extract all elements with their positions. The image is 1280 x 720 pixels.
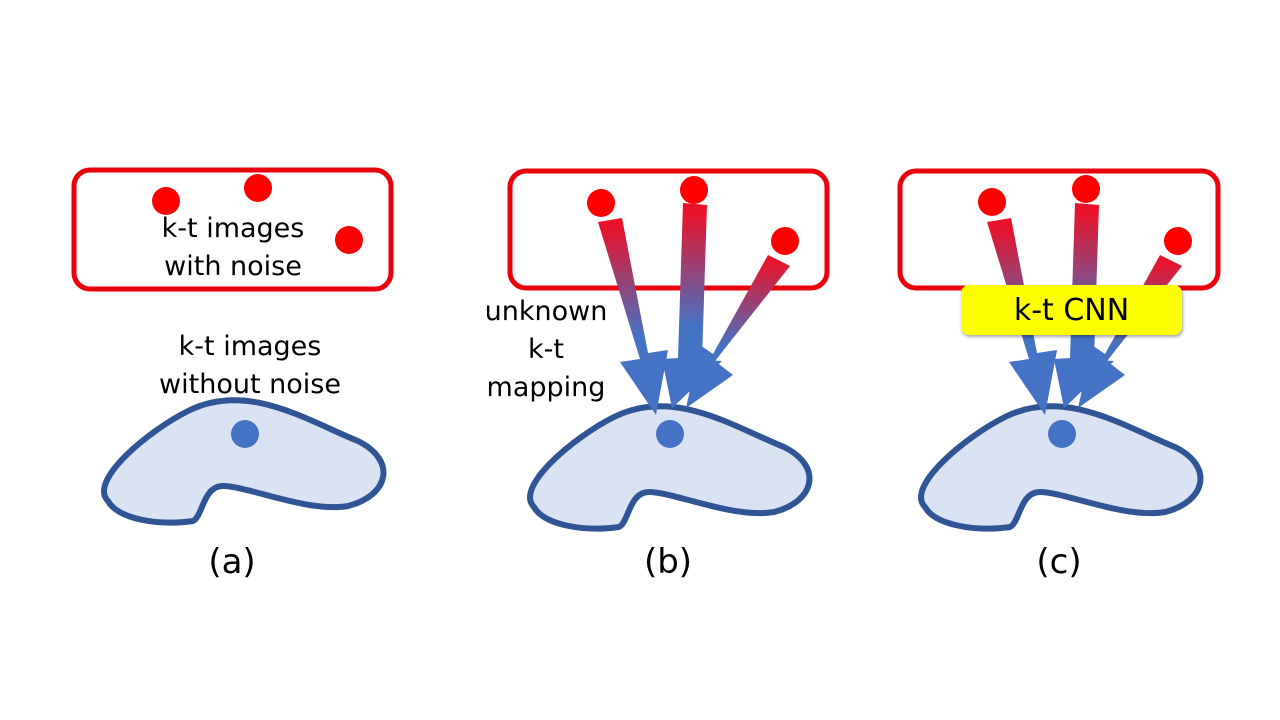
noisy-images-label: k-t images with noise <box>161 213 305 282</box>
mapping-label: unknown k-t mapping <box>484 296 608 403</box>
noisy-images-box <box>507 168 830 291</box>
noisy-dot <box>1164 227 1192 255</box>
clean-images-label: k-t images without noise <box>159 331 341 400</box>
clean-dot <box>1048 420 1076 448</box>
caption-a: (a) <box>208 542 256 582</box>
noisy-dot <box>587 189 615 217</box>
noisy-dot <box>978 188 1006 216</box>
noisy-dot <box>244 174 272 202</box>
noisy-dot <box>1072 175 1100 203</box>
caption-c: (c) <box>1036 542 1082 582</box>
caption-b: (b) <box>643 542 693 582</box>
kt-cnn-box: k-t CNN <box>961 285 1182 335</box>
panel-b <box>507 168 830 529</box>
noisy-dot <box>771 227 799 255</box>
clean-manifold <box>104 400 383 522</box>
panel-c <box>897 168 1221 529</box>
clean-dot <box>656 420 684 448</box>
noisy-dot <box>152 187 180 215</box>
noisy-dot <box>335 226 363 254</box>
noisy-images-box <box>71 167 394 292</box>
mapping-arrow <box>662 203 722 408</box>
panel-a <box>71 167 394 523</box>
kt-cnn-label: k-t CNN <box>1013 292 1130 328</box>
mapping-arrow <box>598 218 668 415</box>
mapping-arrow <box>686 255 790 408</box>
noisy-dot <box>680 176 708 204</box>
clean-dot <box>231 420 259 448</box>
